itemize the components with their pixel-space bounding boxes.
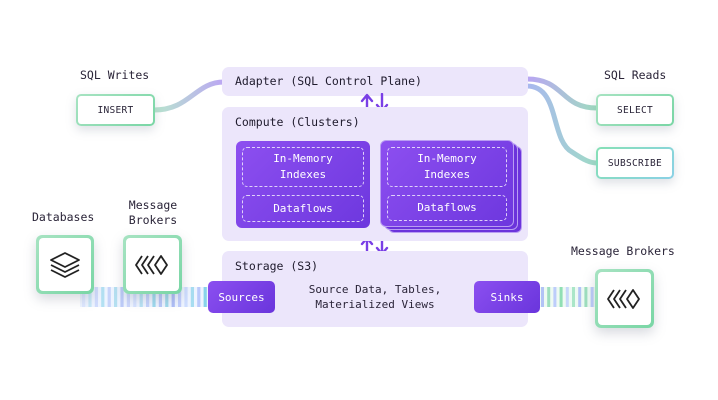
sql-writes-caption: SQL Writes	[80, 68, 150, 82]
in-memory-indexes-box: In-Memory Indexes	[387, 147, 507, 187]
subscribe-button[interactable]: SUBSCRIBE	[596, 147, 674, 179]
databases-card	[36, 235, 94, 294]
right-data-stream	[539, 287, 603, 307]
sql-reads-caption: SQL Reads	[604, 68, 667, 82]
databases-caption: Databases	[32, 210, 95, 224]
dataflows-box: Dataflows	[387, 195, 507, 221]
message-brokers-right-caption: Message Brokers	[571, 244, 675, 258]
storage-title: Storage (S3)	[235, 259, 319, 273]
dataflows-box: Dataflows	[242, 195, 364, 222]
storage-content: Source Data, Tables, Materialized Views	[308, 283, 442, 311]
message-brokers-left-caption: Message Brokers	[128, 198, 178, 227]
adapter-panel: Adapter (SQL Control Plane)	[222, 67, 528, 96]
message-brokers-right-card	[595, 269, 654, 328]
chevron-chain-icon	[134, 254, 168, 275]
insert-label: INSERT	[78, 96, 153, 124]
sinks-button[interactable]: Sinks	[474, 281, 540, 313]
select-button[interactable]: SELECT	[596, 94, 674, 126]
cluster-card: In-Memory Indexes Dataflows	[236, 141, 370, 228]
message-brokers-left-card	[123, 235, 182, 294]
select-label: SELECT	[598, 96, 672, 124]
select-connector	[524, 76, 600, 111]
adapter-title: Adapter (SQL Control Plane)	[235, 74, 422, 88]
insert-button[interactable]: INSERT	[76, 94, 155, 126]
subscribe-label: SUBSCRIBE	[598, 149, 672, 177]
layers-stack-icon	[50, 251, 80, 278]
cluster-card: In-Memory Indexes Dataflows	[380, 140, 514, 227]
insert-connector	[151, 79, 227, 113]
compute-title: Compute (Clusters)	[235, 115, 360, 129]
sources-button[interactable]: Sources	[208, 281, 275, 313]
chevron-chain-icon	[606, 288, 640, 309]
in-memory-indexes-box: In-Memory Indexes	[242, 147, 364, 187]
subscribe-connector	[524, 83, 600, 166]
